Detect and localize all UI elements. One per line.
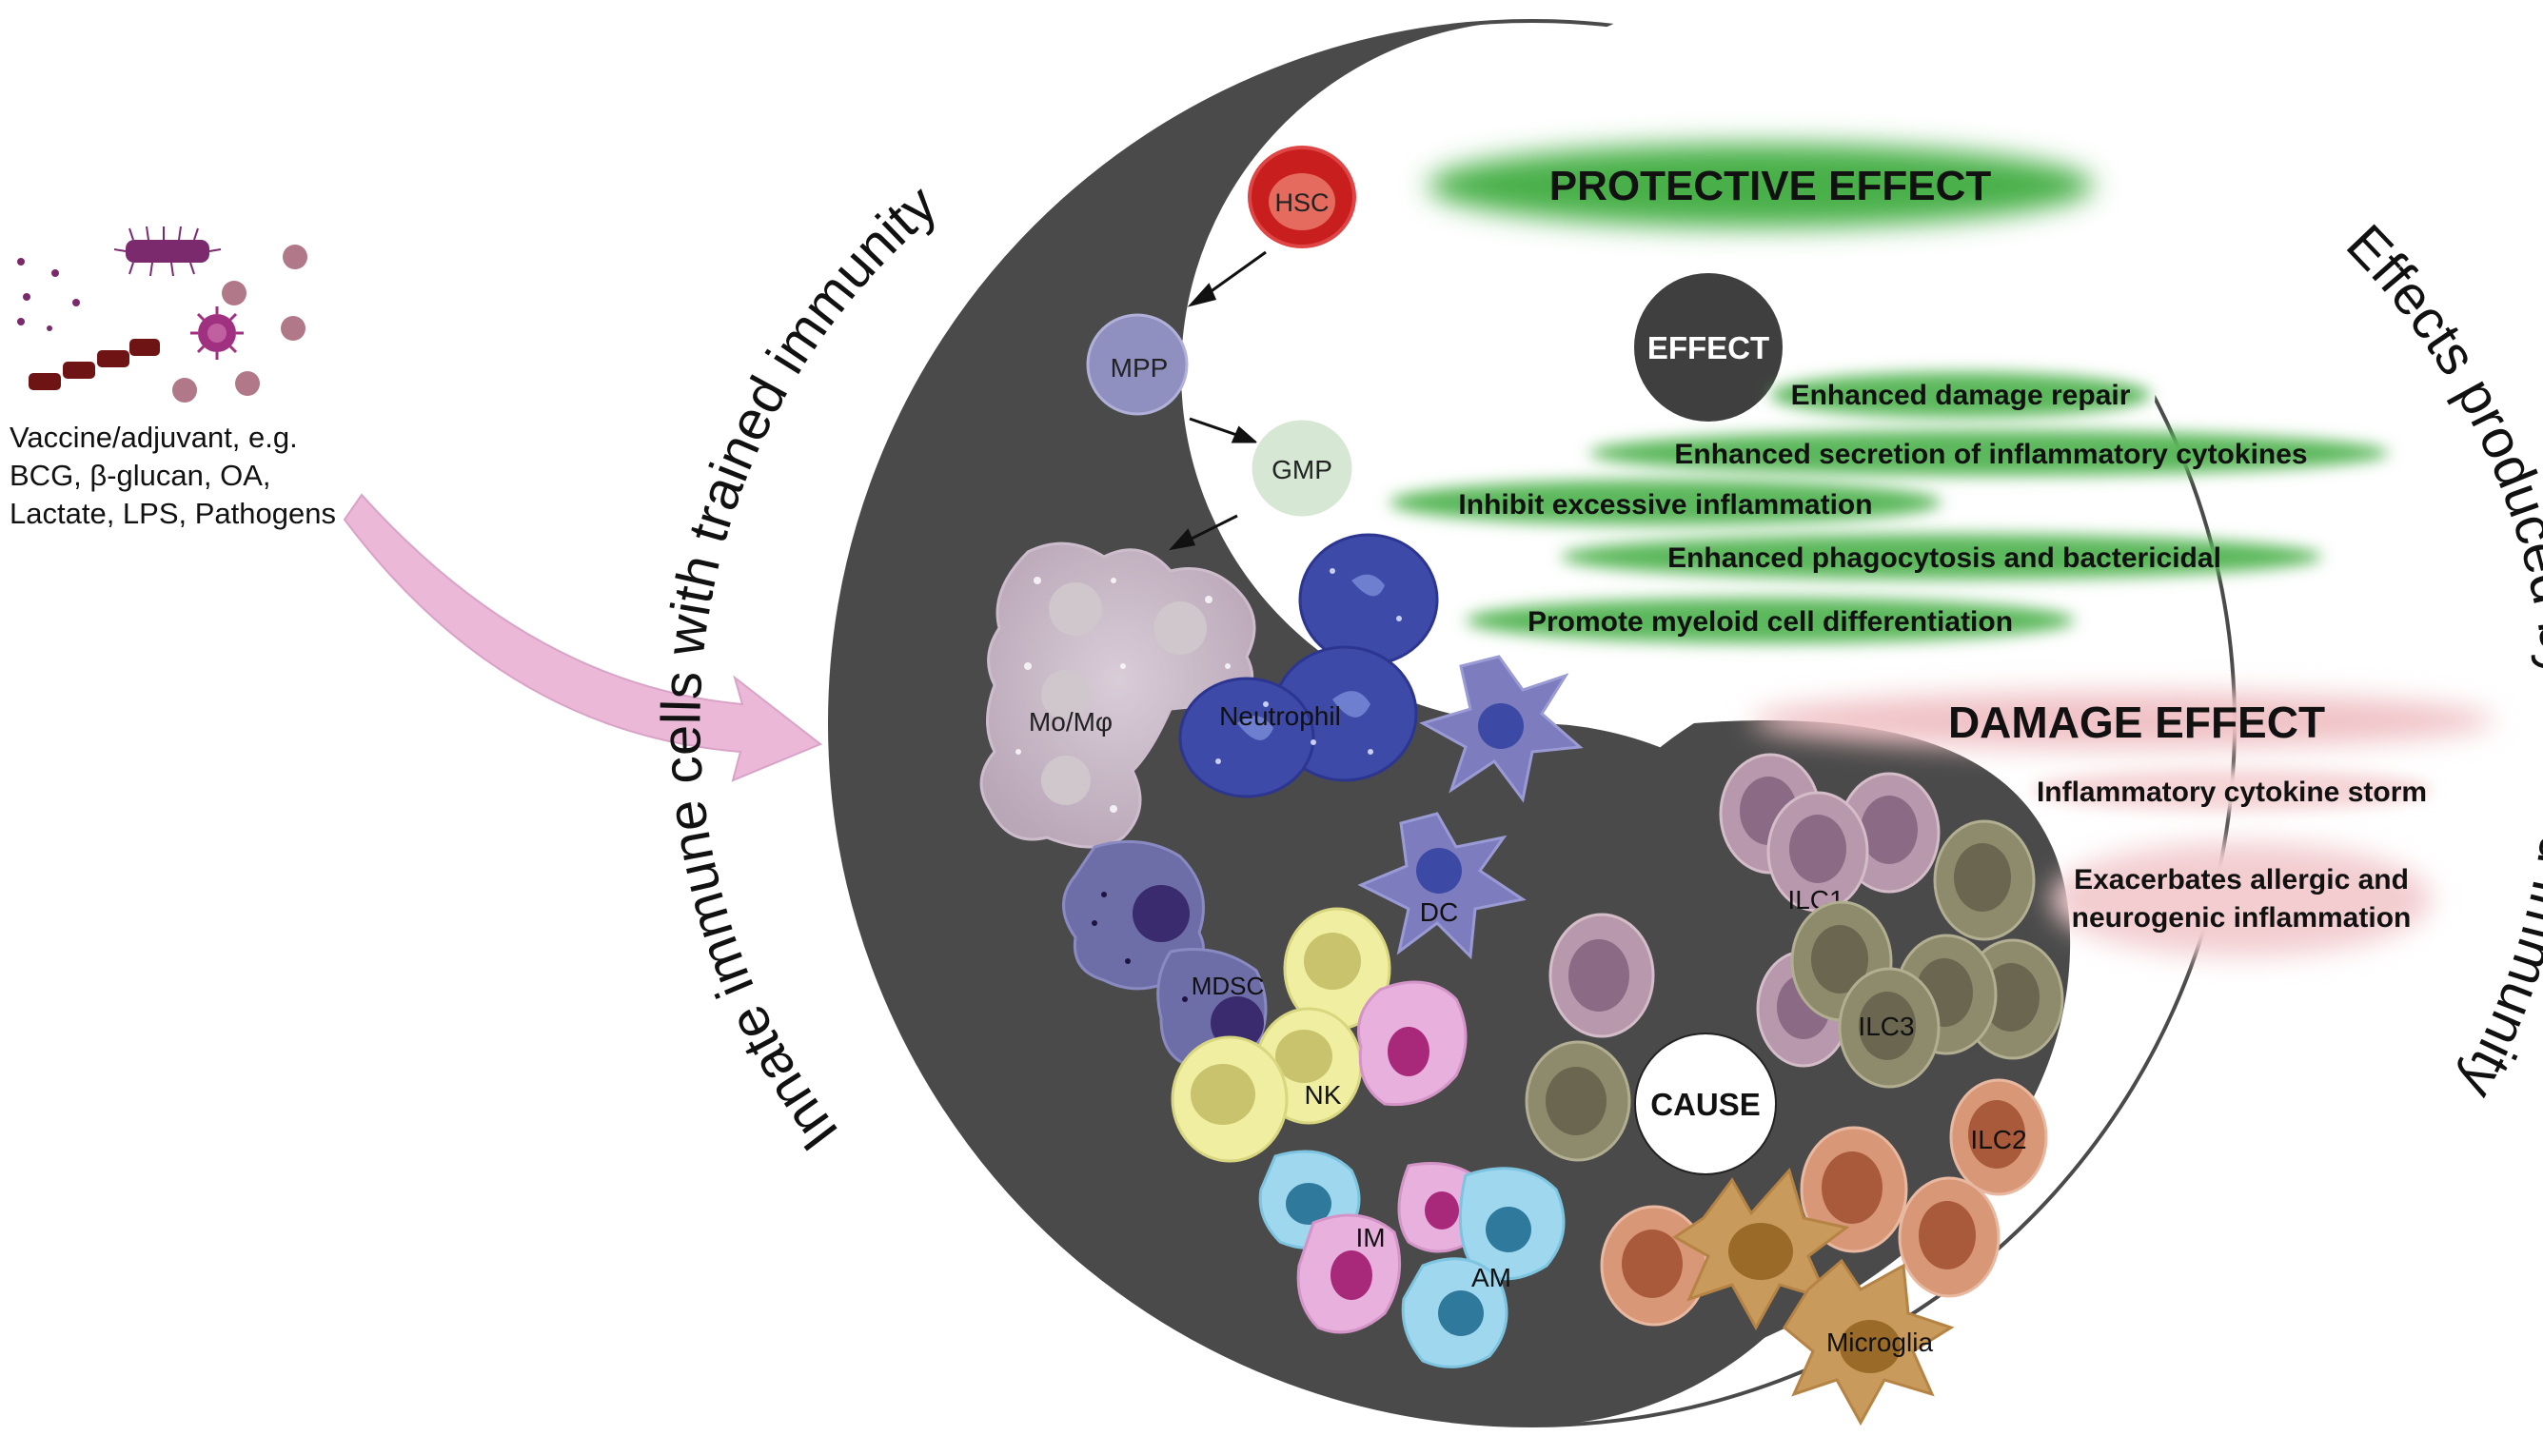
hsc-label: HSC xyxy=(1274,188,1329,217)
protective-effect-1: Enhanced damage repair xyxy=(1791,380,2131,411)
mdsc-label: MDSC xyxy=(1192,972,1265,1000)
ilc3-label: ILC3 xyxy=(1858,1012,1914,1041)
effect-badge-label: EFFECT xyxy=(1647,330,1769,365)
mauve-cell xyxy=(1548,913,1655,1038)
dot-particles-icon xyxy=(17,258,80,331)
protective-effect-5: Promote myeloid cell differentiation xyxy=(1528,606,2013,638)
protective-heading: PROTECTIVE EFFECT xyxy=(1549,163,1992,209)
protective-effect-2: Enhanced secretion of inflammatory cytok… xyxy=(1674,439,2307,470)
nk-label: NK xyxy=(1305,1080,1342,1110)
damage-heading: DAMAGE EFFECT xyxy=(1948,698,2325,747)
dc-label: DC xyxy=(1420,897,1458,927)
mpp-cell: MPP xyxy=(1086,313,1189,416)
particle-icon xyxy=(172,245,307,403)
damage-effect-3: neurogenic inflammation xyxy=(2072,902,2412,934)
mo-label: Mo/Mφ xyxy=(1029,707,1113,737)
cause-badge xyxy=(1634,1033,1777,1175)
arrow-icon xyxy=(1168,250,1267,551)
dendritic-cell: DC xyxy=(1357,812,1527,960)
damage-effect-1: Inflammatory cytokine storm xyxy=(2037,777,2427,808)
protective-effects: PROTECTIVE EFFECT EFFECT Enhanced damage… xyxy=(1390,144,2389,643)
neutrophil-label: Neutrophil xyxy=(1219,701,1341,731)
bacteria-rod-icon xyxy=(113,226,222,277)
olive-cell xyxy=(1525,1040,1631,1162)
ilc2-label: ILC2 xyxy=(1970,1125,2026,1154)
ilc2-cluster: ILC2 xyxy=(1600,1078,2048,1327)
ilc3-cluster: ILC3 xyxy=(1790,819,2064,1089)
microglia-label: Microglia xyxy=(1826,1328,1933,1357)
virus-icon xyxy=(190,306,244,360)
nk-cluster: NK xyxy=(1171,907,1391,1163)
protective-effect-4: Enhanced phagocytosis and bactericidal xyxy=(1667,542,2221,574)
gmp-label: GMP xyxy=(1272,455,1332,484)
monocyte-macrophage-cluster: Mo/Mφ xyxy=(979,541,1256,849)
neutrophil-cluster: Neutrophil xyxy=(1178,533,1439,798)
pink-granular-cell xyxy=(1357,980,1468,1107)
effect-badge xyxy=(1634,273,1783,422)
microglia-cluster: Microglia xyxy=(1672,1167,1955,1426)
damage-effect-2: Exacerbates allergic and xyxy=(2074,864,2409,895)
protective-effect-3: Inhibit excessive inflammation xyxy=(1458,489,1872,521)
im-am-cluster: IM AM xyxy=(1258,1150,1566,1368)
cause-badge-label: CAUSE xyxy=(1650,1087,1761,1122)
pathogen-cluster xyxy=(17,226,307,403)
damage-effects: DAMAGE EFFECT Inflammatory cytokine stor… xyxy=(1751,692,2494,956)
pink-arrow-icon xyxy=(343,493,822,782)
bacteria-chain-icon xyxy=(29,339,160,390)
right-arc-title: Effects produced by trained immunity xyxy=(2335,213,2543,1109)
gmp-cell: GMP xyxy=(1249,417,1355,520)
dendritic-cell-upper xyxy=(1419,655,1584,803)
mpp-label: MPP xyxy=(1111,353,1169,383)
vaccine-label: Vaccine/adjuvant, e.g. BCG, β-glucan, OA… xyxy=(10,421,336,530)
hsc-cell: HSC xyxy=(1248,146,1356,248)
im-label: IM xyxy=(1355,1223,1385,1252)
am-label: AM xyxy=(1471,1263,1511,1292)
